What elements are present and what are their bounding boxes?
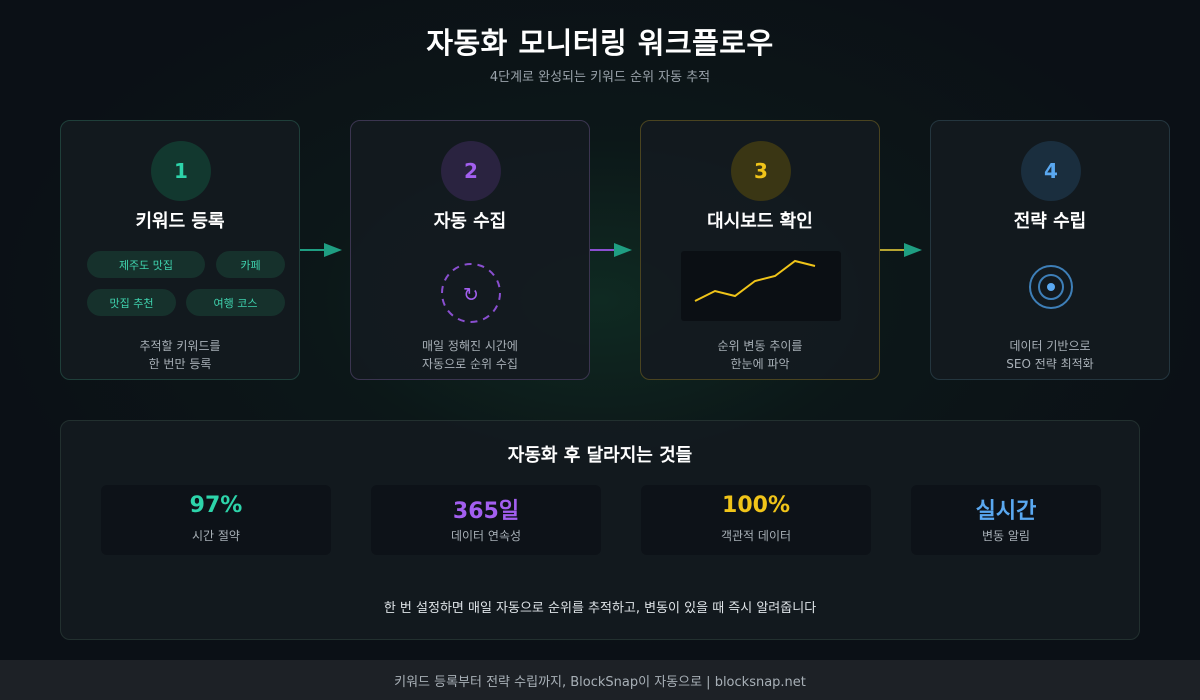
arrow-right-icon [590, 243, 632, 257]
step-description: 추적할 키워드를 한 번만 등록 [139, 339, 221, 371]
stat-value: 실시간 [975, 499, 1037, 524]
stat-value: 100% [722, 493, 790, 518]
step-card-strategy: 4 전략 수립 데이터 기반으로 SEO 전략 최적화 [930, 120, 1170, 380]
stat-label: 객관적 데이터 [720, 529, 792, 543]
stat-label: 데이터 연속성 [450, 529, 522, 543]
step-card-keyword-registration: 1 키워드 등록 제주도 맛집 카페 맛집 추천 여행 코스 추적할 키워드를 … [60, 120, 300, 380]
stat-card-data-continuity: 365일 데이터 연속성 [371, 485, 601, 555]
arrow-right-icon [300, 243, 342, 257]
step-description: 데이터 기반으로 SEO 전략 최적화 [1006, 339, 1094, 371]
line-chart-icon [681, 251, 841, 321]
step-number-badge: 3 [731, 141, 791, 201]
step-title: 키워드 등록 [135, 211, 225, 232]
footer: 키워드 등록부터 전략 수립까지, BlockSnap이 자동으로 | bloc… [0, 660, 1200, 700]
step-number-badge: 4 [1021, 141, 1081, 201]
page-subtitle: 4단계로 완성되는 키워드 순위 자동 추적 [489, 70, 711, 85]
stat-value: 365일 [452, 499, 520, 524]
arrow-right-icon [880, 243, 922, 257]
step-number-badge: 1 [151, 141, 211, 201]
results-title: 자동화 후 달라지는 것들 [507, 445, 693, 466]
stat-card-time-saving: 97% 시간 절약 [101, 485, 331, 555]
step-title: 전략 수립 [1013, 211, 1087, 232]
step-description: 매일 정해진 시간에 자동으로 순위 수집 [422, 339, 518, 371]
target-icon [1029, 265, 1073, 309]
step-title: 자동 수집 [433, 211, 507, 232]
step-title: 대시보드 확인 [707, 211, 813, 232]
stat-label: 시간 절약 [192, 529, 240, 543]
keyword-chip: 맛집 추천 [87, 289, 176, 316]
footer-text: 키워드 등록부터 전략 수립까지, BlockSnap이 자동으로 | bloc… [394, 674, 806, 690]
step-description: 순위 변동 추이를 한눈에 파악 [717, 339, 803, 371]
refresh-icon: ↻ [441, 263, 501, 323]
step-card-auto-collect: 2 자동 수집 ↻ 매일 정해진 시간에 자동으로 순위 수집 [350, 120, 590, 380]
stat-card-realtime-alert: 실시간 변동 알림 [911, 485, 1101, 555]
stat-value: 97% [189, 493, 243, 518]
stat-card-objective-data: 100% 객관적 데이터 [641, 485, 871, 555]
keyword-chip: 카페 [216, 251, 285, 278]
stat-label: 변동 알림 [982, 529, 1030, 543]
keyword-chip: 여행 코스 [186, 289, 285, 316]
results-panel: 자동화 후 달라지는 것들 97% 시간 절약 365일 데이터 연속성 100… [60, 420, 1140, 640]
keyword-chip: 제주도 맛집 [87, 251, 205, 278]
page-title: 자동화 모니터링 워크플로우 [426, 26, 774, 60]
svg-text:↻: ↻ [463, 284, 479, 306]
step-card-dashboard: 3 대시보드 확인 순위 변동 추이를 한눈에 파악 [640, 120, 880, 380]
step-number-badge: 2 [441, 141, 501, 201]
results-note: 한 번 설정하면 매일 자동으로 순위를 추적하고, 변동이 있을 때 즉시 알… [383, 601, 817, 616]
